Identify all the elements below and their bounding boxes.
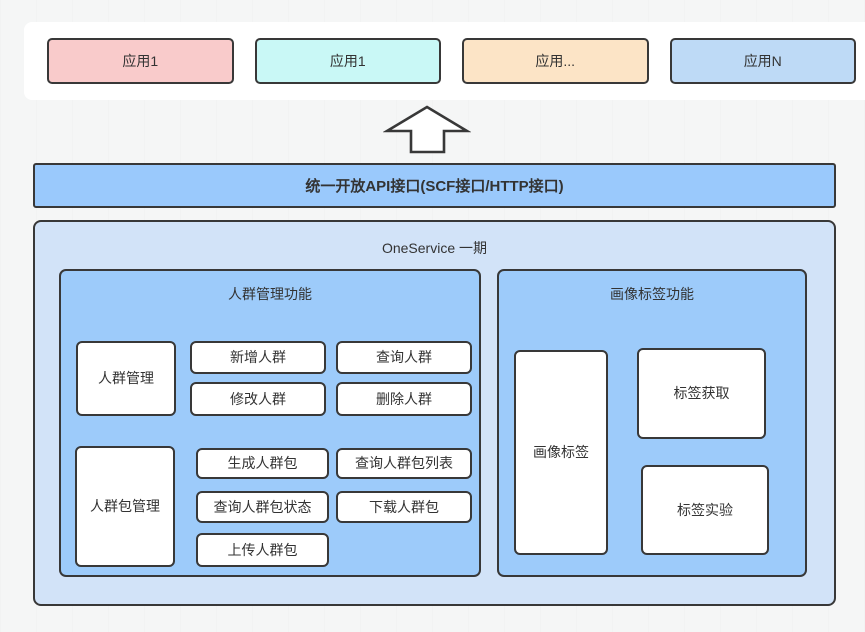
tag-experiment-box: 标签实验 [641, 465, 769, 555]
crowd-management-panel: 人群管理功能 人群管理 新增人群 查询人群 修改人群 删除人群 人群包管理 生成… [59, 269, 481, 577]
application-layer-container: 应用1 应用1 应用... 应用N [24, 22, 865, 100]
crowd-panel-title: 人群管理功能 [228, 286, 312, 302]
crowd-query-box: 查询人群 [336, 341, 472, 374]
app-box-2: 应用1 [254, 38, 441, 84]
pack-download-box: 下载人群包 [336, 491, 472, 523]
api-layer-bar: 统一开放API接口(SCF接口/HTTP接口) [33, 163, 836, 208]
crowd-add-box: 新增人群 [190, 341, 326, 374]
profile-tag-group: 画像标签 [514, 350, 608, 555]
profile-tag-panel: 画像标签功能 画像标签 标签获取 标签实验 [497, 269, 807, 577]
crowd-pack-management-group: 人群包管理 [75, 446, 175, 567]
crowd-management-group: 人群管理 [76, 341, 176, 416]
pack-generate-box: 生成人群包 [196, 448, 329, 479]
oneservice-title: OneService 一期 [381, 240, 488, 256]
up-arrow-icon [382, 105, 472, 155]
app-box-1: 应用1 [47, 38, 234, 84]
profile-panel-title: 画像标签功能 [610, 286, 694, 302]
oneservice-container: OneService 一期 人群管理功能 人群管理 新增人群 查询人群 修改人群… [33, 220, 836, 606]
crowd-delete-box: 删除人群 [336, 382, 472, 416]
crowd-modify-box: 修改人群 [190, 382, 326, 416]
app-box-3: 应用... [462, 38, 649, 84]
tag-fetch-box: 标签获取 [637, 348, 766, 439]
pack-query-status-box: 查询人群包状态 [196, 491, 329, 523]
pack-query-list-box: 查询人群包列表 [336, 448, 472, 479]
app-box-4: 应用N [669, 38, 856, 84]
pack-upload-box: 上传人群包 [196, 533, 329, 567]
